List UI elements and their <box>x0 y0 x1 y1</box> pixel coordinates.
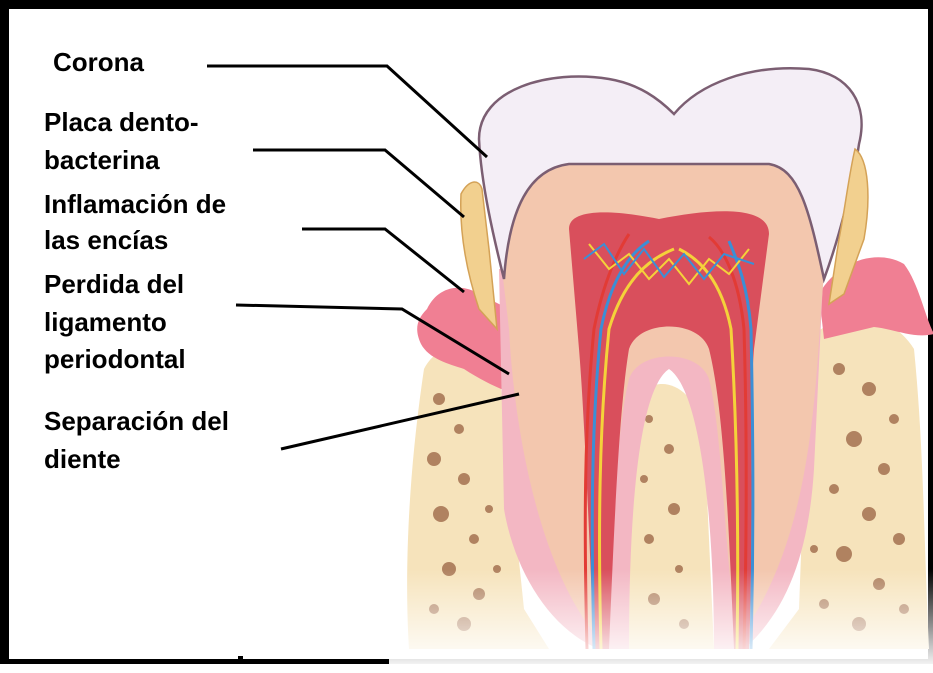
label-perdida-line1: Perdida del <box>44 265 184 303</box>
leader-placa <box>253 150 464 217</box>
label-separacion-line2: diente <box>44 440 121 478</box>
leader-corona <box>207 66 487 157</box>
label-placa-line2: bacterina <box>44 141 160 179</box>
label-corona: Corona <box>53 43 144 81</box>
leader-inflamacion <box>302 229 464 292</box>
label-perdida-line2: ligamento <box>44 303 167 341</box>
label-inflamacion-line2: las encías <box>44 221 168 259</box>
label-placa-line1: Placa dento- <box>44 103 199 141</box>
label-separacion-line1: Separación del <box>44 402 229 440</box>
label-perdida-line3: periodontal <box>44 340 186 378</box>
fade-bottom <box>389 569 933 669</box>
label-inflamacion-line1: Inflamación de <box>44 185 226 223</box>
stray-dot <box>238 656 243 661</box>
